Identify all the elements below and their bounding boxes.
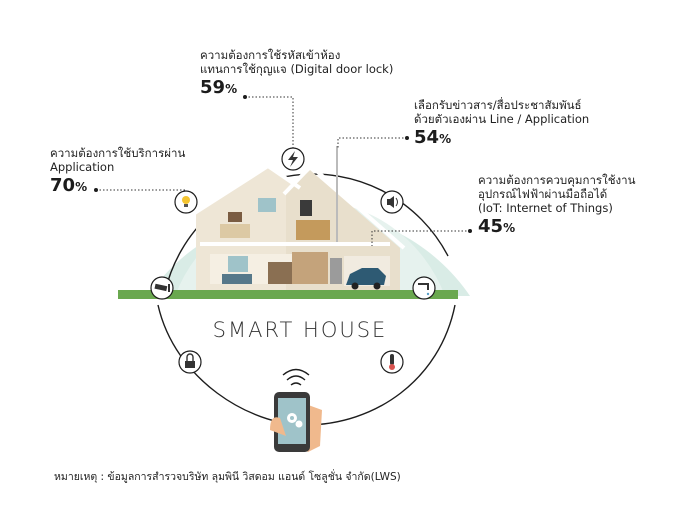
- lightning-icon: [281, 147, 305, 171]
- callout-value: 54%: [414, 127, 452, 148]
- padlock-icon: [178, 350, 202, 374]
- callout-digital-door-lock: ความต้องการใช้รหัสเข้าห้อง แทนการใช้กุญแ…: [200, 48, 393, 99]
- grass-strip: [118, 290, 458, 299]
- callout-line: ความต้องการใช้บริการผ่าน: [50, 146, 186, 160]
- house: [188, 163, 406, 290]
- security-camera-icon: [150, 276, 174, 300]
- callout-value: 45%: [478, 216, 516, 237]
- thermometer-icon: [380, 350, 404, 374]
- wifi-icon: [282, 368, 310, 386]
- house-label: SMART HOUSE: [212, 318, 388, 342]
- callout-value: 70%: [50, 175, 88, 196]
- callout-application-service: ความต้องการใช้บริการผ่าน Application 70%: [50, 146, 185, 197]
- footnote: หมายเหตุ : ข้อมูลการสำรวจบริษัท ลุมพินี …: [54, 471, 401, 483]
- connection-ring: [164, 173, 449, 293]
- leader-dots: [94, 95, 472, 233]
- speaker-icon: [380, 190, 404, 214]
- lightbulb-icon: [174, 190, 198, 214]
- car: [346, 268, 386, 290]
- callout-line: Application: [50, 160, 115, 174]
- callout-line: เลือกรับข่าวสาร/สื่อประชาสัมพันธ์: [414, 98, 582, 112]
- callout-line: แทนการใช้กุญแจ (Digital door lock): [200, 62, 394, 76]
- callout-value: 59%: [200, 77, 238, 98]
- callout-line: อุปกรณ์ไฟฟ้าผ่านมือถือได้: [478, 187, 608, 201]
- gear-icon: [287, 413, 303, 428]
- callout-line-application: เลือกรับข่าวสาร/สื่อประชาสัมพันธ์ ด้วยตั…: [414, 98, 589, 149]
- callout-line: (IoT: Internet of Things): [478, 201, 613, 215]
- smartphone-icon: [270, 392, 322, 452]
- leader-lines: [96, 96, 470, 246]
- callout-line: ความต้องการควบคุมการใช้งาน: [478, 173, 636, 187]
- callout-line: ความต้องการใช้รหัสเข้าห้อง: [200, 48, 341, 62]
- callout-iot: ความต้องการควบคุมการใช้งาน อุปกรณ์ไฟฟ้าผ…: [478, 173, 635, 238]
- callout-line: ด้วยตัวเองผ่าน Line / Application: [414, 112, 590, 126]
- pole: [336, 146, 338, 242]
- faucet-icon: [412, 276, 436, 300]
